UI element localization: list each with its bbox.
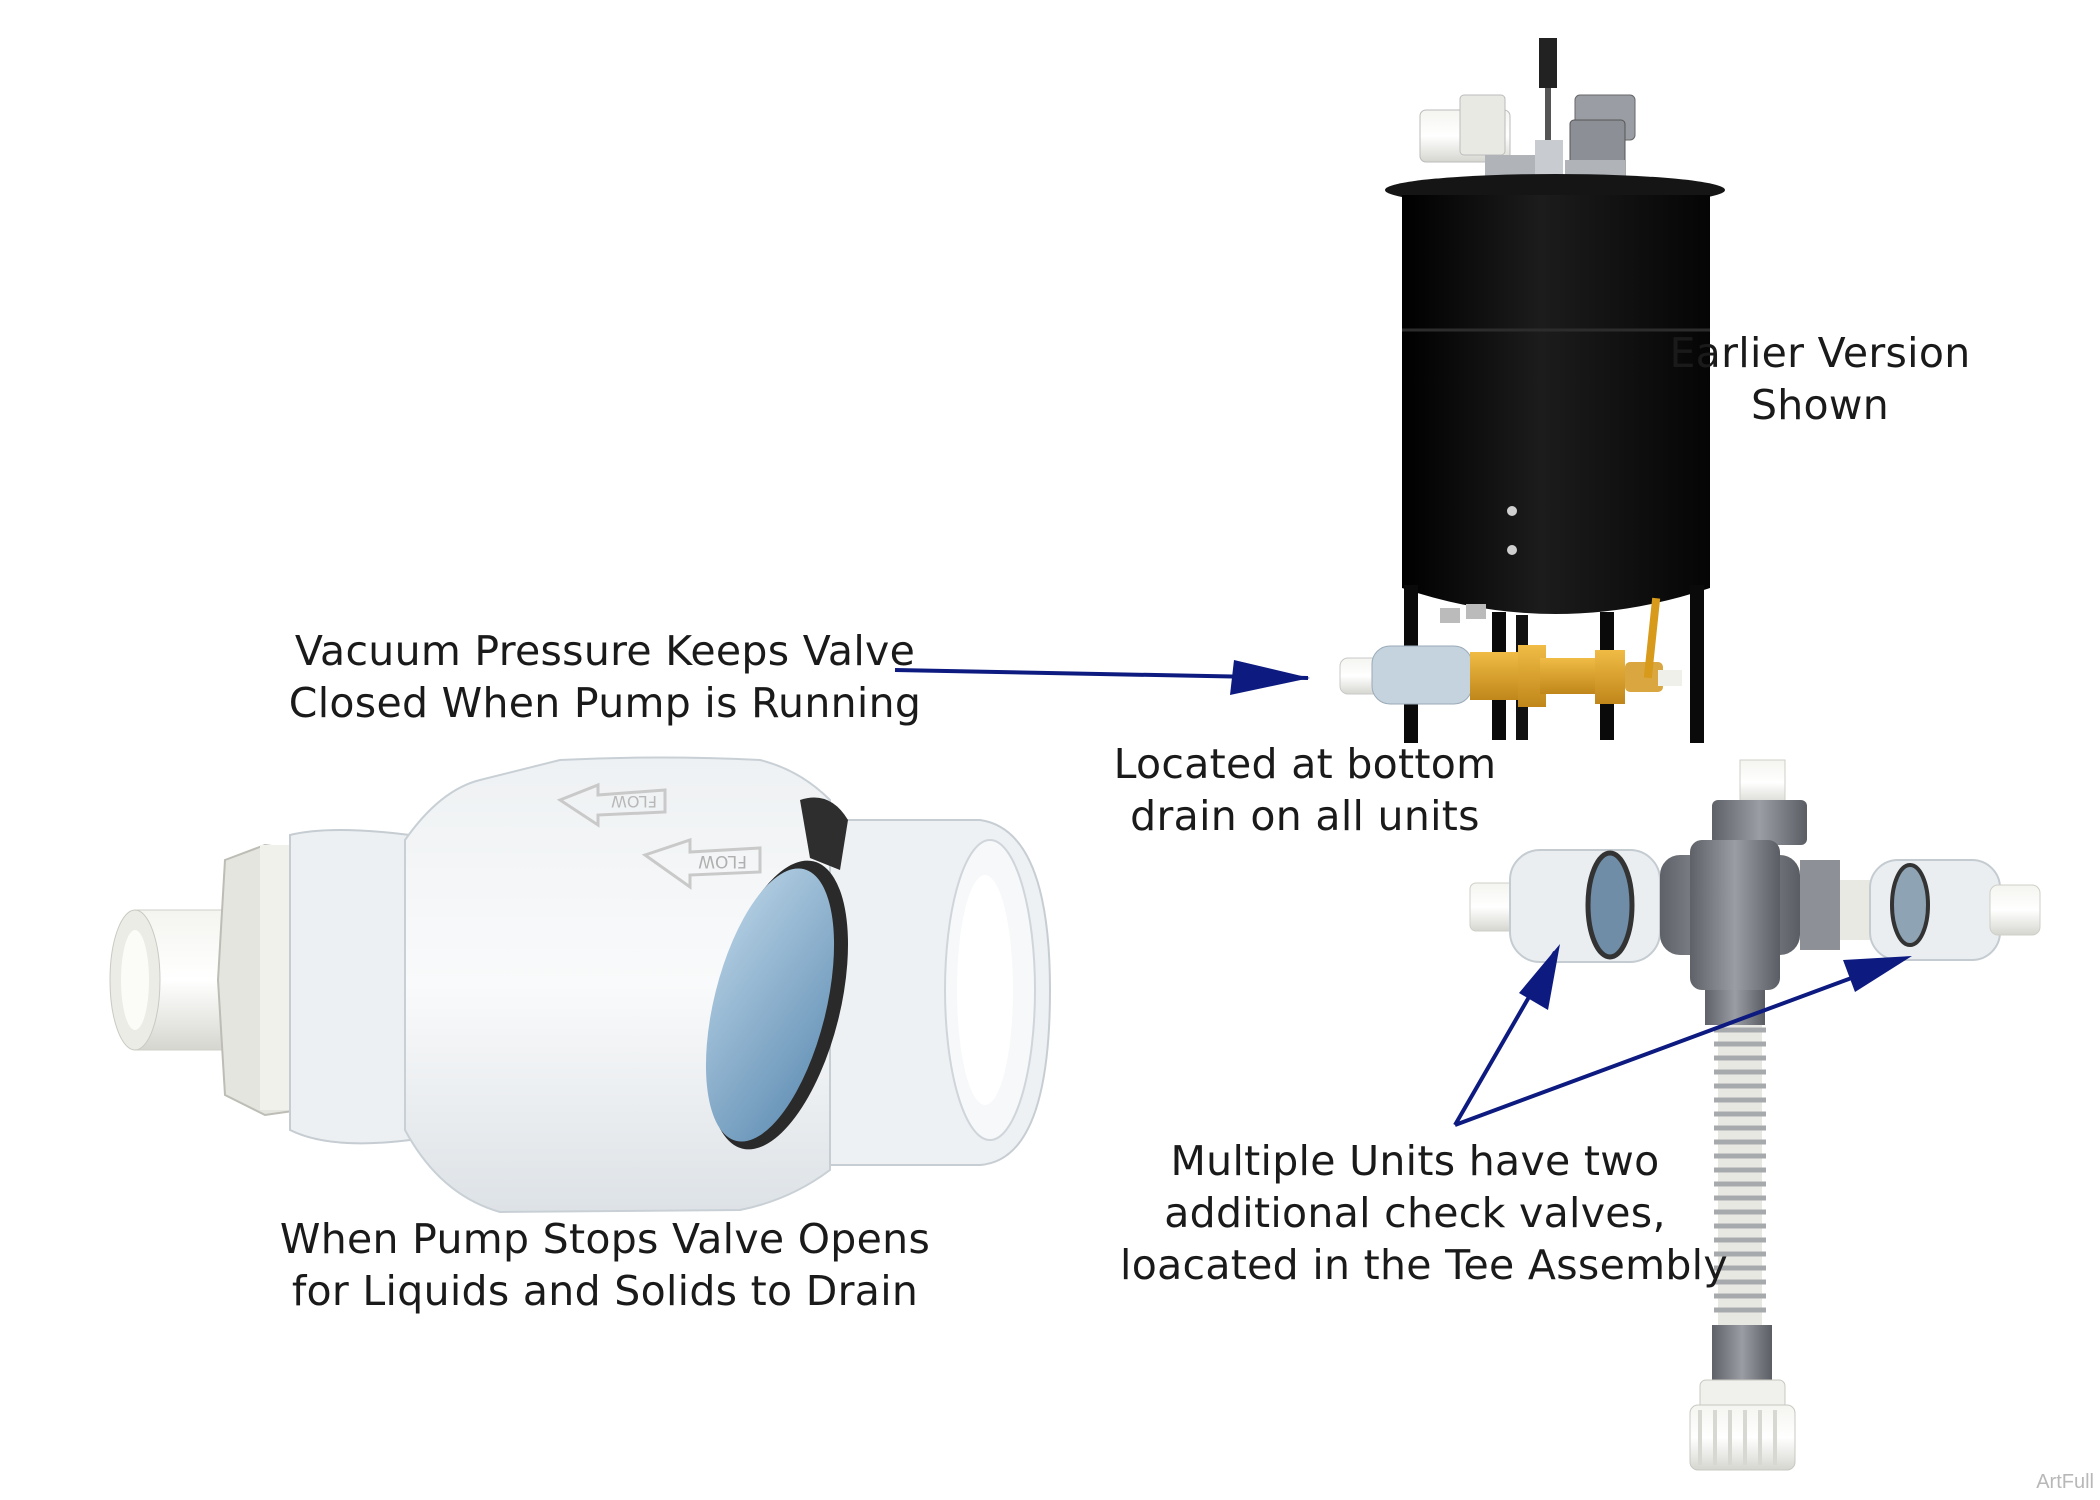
flapper-hinge [800,797,848,870]
vacuum-pressure-label: Vacuum Pressure Keeps Valve Closed When … [270,625,940,729]
label-line: drain on all units [1130,792,1480,840]
label-line: Shown [1750,381,1890,429]
tank-port [1507,506,1517,516]
label-line: additional check valves, [1164,1189,1666,1237]
valve-marking: FLOW [698,851,747,871]
vacuum-tank [1339,38,1725,743]
check-valve-cutaway: FLOW FLOW [109,756,1052,1214]
tank-top-fittings [1419,38,1636,185]
label-line: Located at bottom [1113,740,1497,788]
label-line: for Liquids and Solids to Drain [291,1267,919,1315]
flapper-disc [705,868,835,1142]
flow-arrow-embossing: FLOW FLOW [556,782,762,890]
arrow-to-right-check-valve [1454,958,1901,1127]
label-line: Earlier Version [1669,329,1971,377]
callout-arrows [894,660,1912,1127]
label-line: Multiple Units have two [1170,1137,1660,1185]
label-line: loacated in the Tee Assembly [1120,1241,1728,1289]
pump-stops-label: When Pump Stops Valve Opens for Liquids … [265,1213,945,1317]
tank-body [1402,195,1710,614]
label-line: Closed When Pump is Running [288,679,922,727]
bottom-drain-assembly [1339,597,1682,707]
multiple-units-label: Multiple Units have two additional check… [1120,1135,1728,1291]
label-line: When Pump Stops Valve Opens [279,1215,931,1263]
tee-assembly [1469,759,2041,1471]
located-bottom-label: Located at bottom drain on all units [1100,738,1510,842]
flexible-hose [1714,1025,1766,1325]
valve-marking: FLOW [611,792,657,811]
earlier-version-label: Earlier Version Shown [1650,327,1990,431]
tank-port [1507,545,1517,555]
credit-watermark: ArtFull [2036,1471,2094,1493]
label-line: Vacuum Pressure Keeps Valve [294,627,916,675]
